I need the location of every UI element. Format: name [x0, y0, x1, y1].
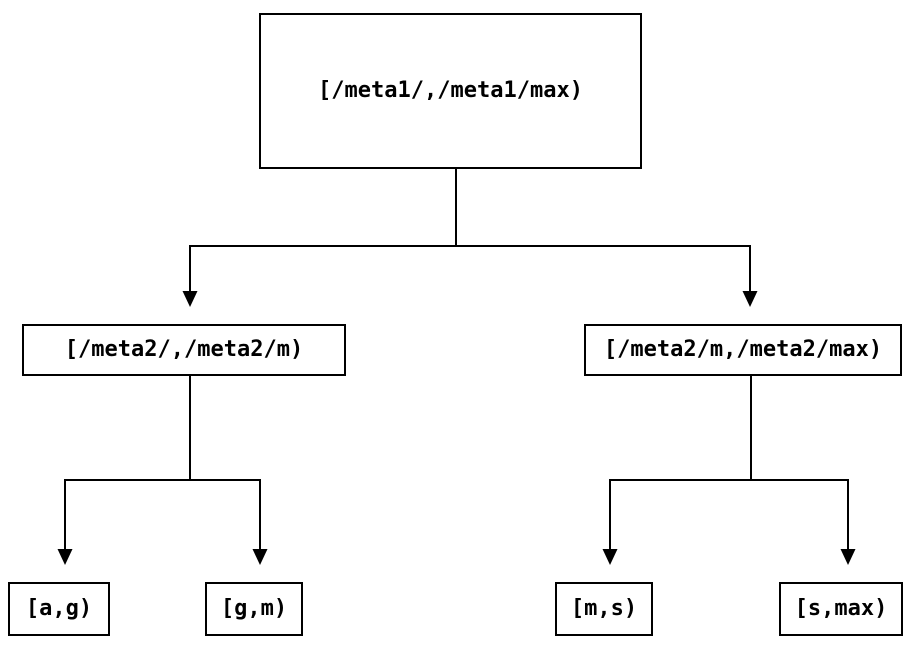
edge-root-to-level2 [182, 168, 758, 307]
arrowhead-down-icon [602, 549, 618, 565]
arrowhead-down-icon [57, 549, 73, 565]
arrowhead-down-icon [182, 291, 198, 307]
edge-left-stem [64, 376, 261, 550]
node-root-interval: [/meta1/,/meta1/max) [259, 13, 642, 169]
edge-root-stem [189, 168, 751, 292]
node-leaf-s-max: [s,max) [779, 582, 903, 636]
arrowhead-down-icon [840, 549, 856, 565]
node-leaf-g-m: [g,m) [205, 582, 303, 636]
arrowhead-down-icon [742, 291, 758, 307]
edge-left-to-leaves [57, 376, 268, 565]
node-level2-right-interval: [/meta2/m,/meta2/max) [584, 324, 902, 376]
edge-right-to-leaves [602, 376, 856, 565]
arrowhead-down-icon [252, 549, 268, 565]
node-leaf-m-s: [m,s) [555, 582, 653, 636]
node-leaf-a-g: [a,g) [8, 582, 110, 636]
node-level2-left-interval: [/meta2/,/meta2/m) [22, 324, 346, 376]
edge-right-stem [609, 376, 849, 550]
